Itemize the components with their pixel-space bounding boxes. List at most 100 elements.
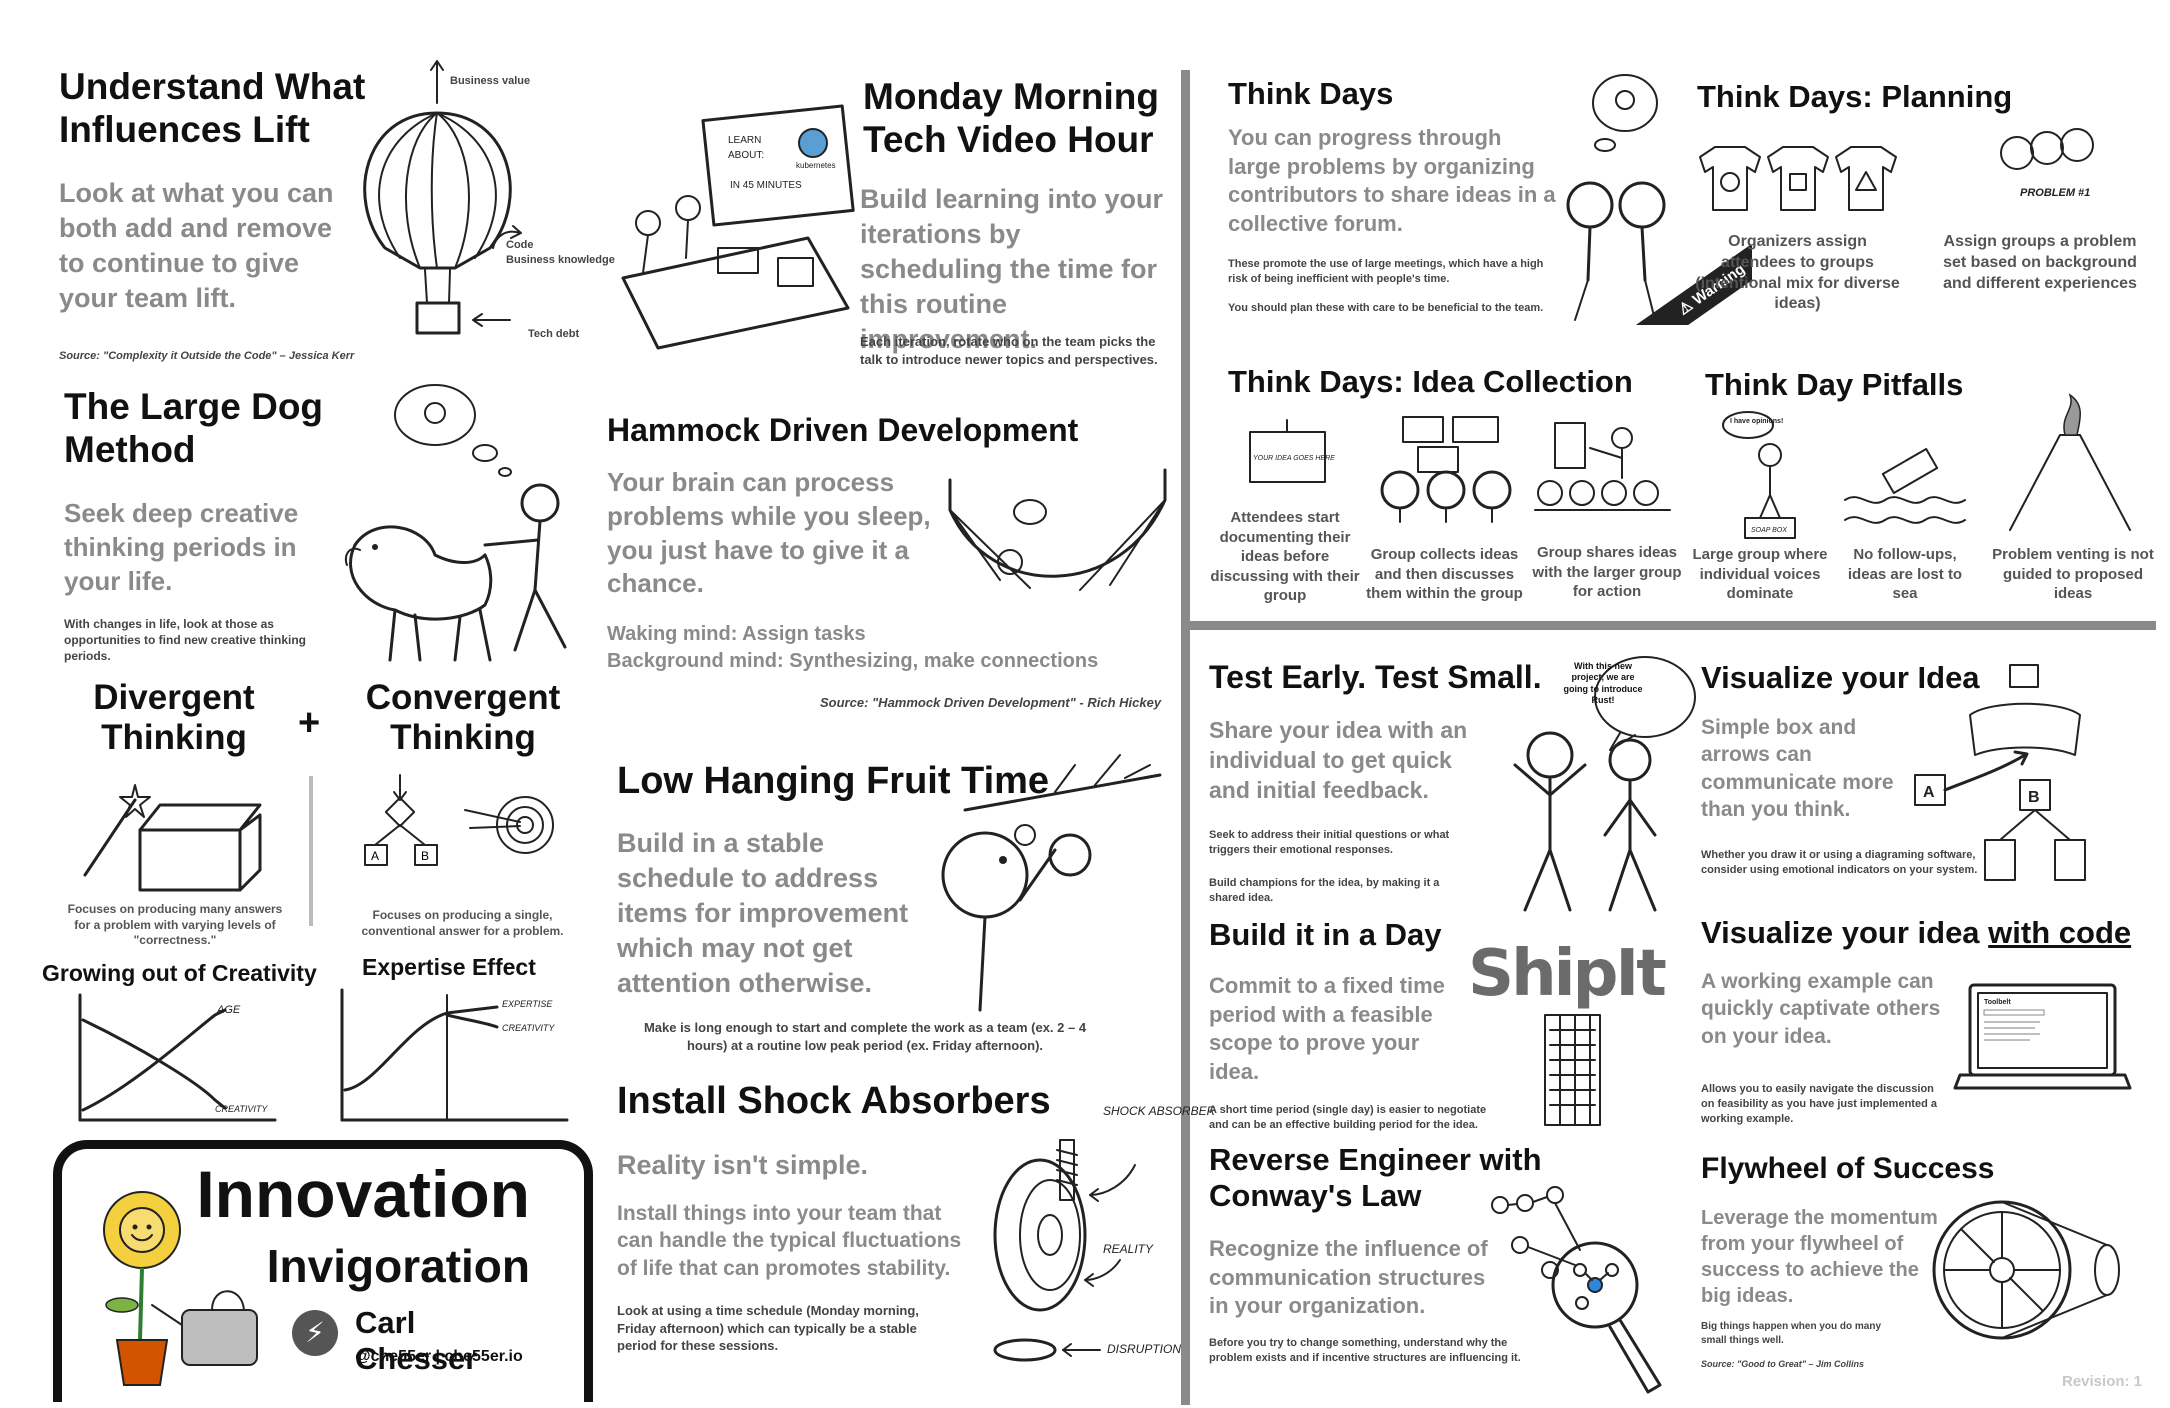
magic-box-illustration bbox=[83, 784, 262, 892]
flywheel-body: Leverage the momentum from your flywheel… bbox=[1701, 1207, 1938, 1307]
title-frame bbox=[53, 1140, 593, 1402]
pitfalls-caption2: No follow-ups, ideas are lost to sea bbox=[1847, 546, 1963, 602]
thinkdays-title: Think Days bbox=[1228, 76, 1394, 111]
group-share-illustration bbox=[1534, 422, 1671, 511]
divergent-caption: Focuses on producing many answers for a … bbox=[67, 902, 283, 948]
apple-tree-illustration bbox=[941, 754, 1162, 1012]
testearly-body: Share your idea with an individual to ge… bbox=[1209, 717, 1468, 803]
buildday-body: Commit to a fixed time period with a fea… bbox=[1209, 973, 1445, 1084]
horizontal-divider bbox=[1190, 621, 2156, 630]
growing-chart: AGE CREATIVITY bbox=[78, 993, 277, 1122]
convergent-title: Convergent Thinking bbox=[365, 678, 561, 758]
hammock-title: Hammock Driven Development bbox=[607, 412, 1079, 448]
lift-label-code: Code Business knowledge bbox=[506, 239, 615, 266]
lightning-icon: ⚡ bbox=[292, 1310, 338, 1356]
revision-label: Revision: 1 bbox=[2062, 1373, 2143, 1390]
lift-label-business: Business value bbox=[450, 75, 531, 87]
innovation-author: Carl Chesser bbox=[355, 1305, 478, 1376]
collection-caption2: Group collects ideas and then discusses … bbox=[1366, 546, 1523, 602]
shipit-logo: ShipIt bbox=[1468, 937, 1667, 1011]
problem-faces-illustration: PROBLEM #1 bbox=[2000, 128, 2094, 199]
pitfalls-caption1: Large group where individual voices domi… bbox=[1692, 546, 1828, 602]
thinkdays-body: You can progress through large problems … bbox=[1228, 125, 1556, 236]
trophy-illustration bbox=[1544, 1014, 1601, 1126]
hammock-line2: Background mind: Synthesizing, make conn… bbox=[607, 650, 1099, 672]
pitfalls-caption3: Problem venting is not guided to propose… bbox=[1992, 546, 2154, 602]
soapbox-illustration: I have opinions! SOAP BOX bbox=[1722, 411, 1796, 539]
convergent-caption: Focuses on producing a single, conventio… bbox=[361, 908, 564, 938]
collection-caption3: Group shares ideas with the larger group… bbox=[1532, 544, 1682, 600]
vizcode-title: Visualize your idea with code bbox=[1701, 915, 2141, 951]
visualize-box-a: A bbox=[1923, 784, 1935, 801]
expertise-title: Expertise Effect bbox=[362, 954, 536, 980]
expertise-creativity-label: CREATIVITY bbox=[502, 1023, 555, 1033]
shock-note: Look at using a time schedule (Monday mo… bbox=[617, 1303, 919, 1354]
growing-creativity-label: CREATIVITY bbox=[215, 1104, 268, 1114]
collection-title: Think Days: Idea Collection bbox=[1228, 364, 1633, 399]
shock-absorber-illustration: SHOCK ABSORBER REALITY DISRUPTION bbox=[993, 1104, 1216, 1362]
divergent-title: Divergent Thinking bbox=[93, 678, 255, 758]
conway-note: Before you try to change something, unde… bbox=[1209, 1337, 1521, 1364]
svg-text:B: B bbox=[421, 849, 429, 863]
conway-body: Recognize the influence of communication… bbox=[1209, 1236, 1488, 1319]
dog-walker-illustration bbox=[344, 384, 567, 662]
shock-disruption-label: DISRUPTION bbox=[1107, 1342, 1181, 1356]
vizcode-note: Allows you to easily navigate the discus… bbox=[1701, 1083, 1937, 1125]
planning-title: Think Days: Planning bbox=[1697, 79, 2013, 114]
hammock-line1: Waking mind: Assign tasks bbox=[607, 623, 866, 645]
laptop-illustration: Toolbelt bbox=[1953, 983, 2132, 1090]
visualize-box-b: B bbox=[2028, 789, 2040, 806]
buildday-title: Build it in a Day bbox=[1209, 917, 1442, 952]
visualize-body: Simple box and arrows can communicate mo… bbox=[1701, 716, 1894, 821]
testearly-bubble-label: With this new project, we are going to i… bbox=[1563, 661, 1643, 705]
pitfalls-title: Think Day Pitfalls bbox=[1705, 367, 1964, 402]
growing-age-label: AGE bbox=[216, 1004, 241, 1016]
vizcode-body: A working example can quickly captivate … bbox=[1701, 970, 1941, 1048]
vertical-divider bbox=[1181, 70, 1190, 1405]
testearly-note1: Seek to address their initial questions … bbox=[1209, 829, 1450, 856]
buildday-note: A short time period (single day) is easi… bbox=[1209, 1104, 1487, 1131]
shock-subtitle: Reality isn't simple. bbox=[617, 1150, 869, 1180]
shock-body: Install things into your team that can h… bbox=[617, 1202, 962, 1280]
pitfalls-soapbox-label: SOAP BOX bbox=[1751, 527, 1787, 534]
thinkdays-note1: These promote the use of large meetings,… bbox=[1228, 258, 1544, 285]
flywheel-source: Source: "Good to Great" – Jim Collins bbox=[1701, 1359, 1865, 1369]
hammock-source: Source: "Hammock Driven Development" - R… bbox=[820, 695, 1162, 710]
magnifier-network-illustration bbox=[1491, 1186, 1662, 1394]
target-illustration: A B bbox=[364, 774, 554, 866]
collection-caption1: Attendees start documenting their ideas … bbox=[1210, 509, 1360, 604]
shirts-illustration bbox=[1699, 146, 1897, 211]
bottle-sea-illustration bbox=[1844, 447, 1966, 524]
shock-absorber-label: SHOCK ABSORBER bbox=[1103, 1104, 1216, 1118]
largedog-body: Seek deep creative thinking periods in y… bbox=[64, 498, 299, 596]
lowhanging-note: Make is long enough to start and complet… bbox=[643, 1020, 1087, 1053]
lowhanging-body: Build in a stable schedule to address it… bbox=[617, 828, 909, 999]
innovation-title1: Innovation bbox=[196, 1157, 530, 1231]
video-room-illustration: LEARN ABOUT: IN 45 MINUTES kubernetes bbox=[621, 104, 855, 350]
largedog-note: With changes in life, look at those as o… bbox=[64, 617, 307, 664]
planning-problem-label: PROBLEM #1 bbox=[2020, 187, 2090, 199]
flywheel-title: Flywheel of Success bbox=[1701, 1152, 1995, 1185]
planning-caption2: Assign groups a problem set based on bac… bbox=[1943, 233, 2137, 292]
lift-body: Look at what you can both add and remove… bbox=[59, 178, 334, 314]
visualize-title: Visualize your Idea bbox=[1701, 660, 1980, 695]
hammock-illustration bbox=[948, 468, 1167, 591]
thinkdays-note2: You should plan these with care to be be… bbox=[1228, 302, 1544, 314]
shock-reality-label: REALITY bbox=[1103, 1242, 1154, 1256]
testearly-note2: Build champions for the idea, by making … bbox=[1209, 877, 1440, 904]
monday-note: Each iteration, rotate who on the team p… bbox=[860, 334, 1158, 367]
lift-title: Understand What Influences Lift bbox=[59, 66, 366, 150]
expertise-expertise-label: EXPERTISE bbox=[502, 999, 553, 1009]
flower-illustration bbox=[103, 1191, 258, 1386]
svg-text:A: A bbox=[371, 849, 379, 863]
lowhanging-title: Low Hanging Fruit Time bbox=[617, 760, 1050, 802]
monday-body: Build learning into your iterations by s… bbox=[860, 184, 1163, 355]
divergent-separator bbox=[309, 776, 313, 926]
lift-source: Source: "Complexity it Outside the Code"… bbox=[59, 350, 355, 362]
pitfalls-bubble-text: I have opinions! bbox=[1730, 418, 1783, 425]
balloon-illustration bbox=[363, 60, 522, 335]
two-people-illustration: With this new project, we are going to i… bbox=[1513, 656, 1696, 912]
visualize-note: Whether you draw it or using a diagramin… bbox=[1701, 849, 1978, 876]
flywheel-note: Big things happen when you do many small… bbox=[1701, 1321, 1882, 1346]
group-collect-illustration bbox=[1380, 416, 1512, 523]
